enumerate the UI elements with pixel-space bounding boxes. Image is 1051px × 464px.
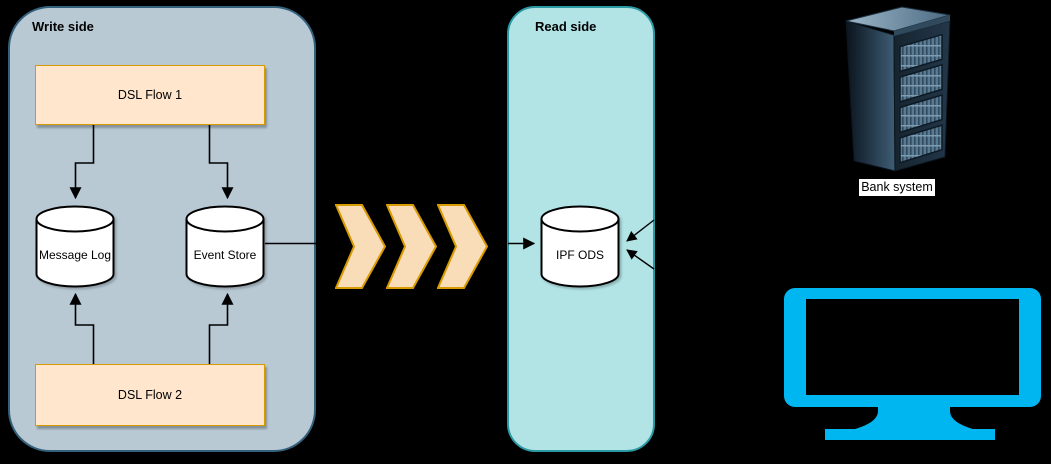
database-cylinder-icon (540, 205, 620, 288)
server-rack-icon (845, 6, 951, 172)
dsl-flow-1-label: DSL Flow 1 (117, 88, 183, 102)
dsl-flow-2-label: DSL Flow 2 (117, 388, 183, 402)
node-dsl-flow-1: DSL Flow 1 (35, 65, 265, 125)
node-ipf-ods: IPF ODS (540, 205, 620, 288)
database-cylinder-icon (185, 205, 265, 288)
ipf-ods-label: IPF ODS (555, 247, 604, 262)
flow-chevrons (335, 204, 490, 289)
database-cylinder-icon (35, 205, 115, 288)
bank-system-label: Bank system (859, 179, 935, 196)
bank-system-label-wrap: Bank system (842, 178, 952, 196)
node-dsl-flow-2: DSL Flow 2 (35, 364, 265, 426)
read-side-title: Read side (535, 19, 597, 34)
node-event-store: Event Store (185, 205, 265, 288)
chevron-arrow-icon (437, 204, 489, 289)
event-store-label: Event Store (193, 247, 257, 262)
chevron-arrow-icon (386, 204, 438, 289)
chevron-arrow-icon (335, 204, 387, 289)
monitor-icon (784, 288, 1041, 440)
message-log-label: Message Log (38, 247, 112, 262)
node-message-log: Message Log (35, 205, 115, 288)
write-side-title: Write side (32, 19, 94, 34)
